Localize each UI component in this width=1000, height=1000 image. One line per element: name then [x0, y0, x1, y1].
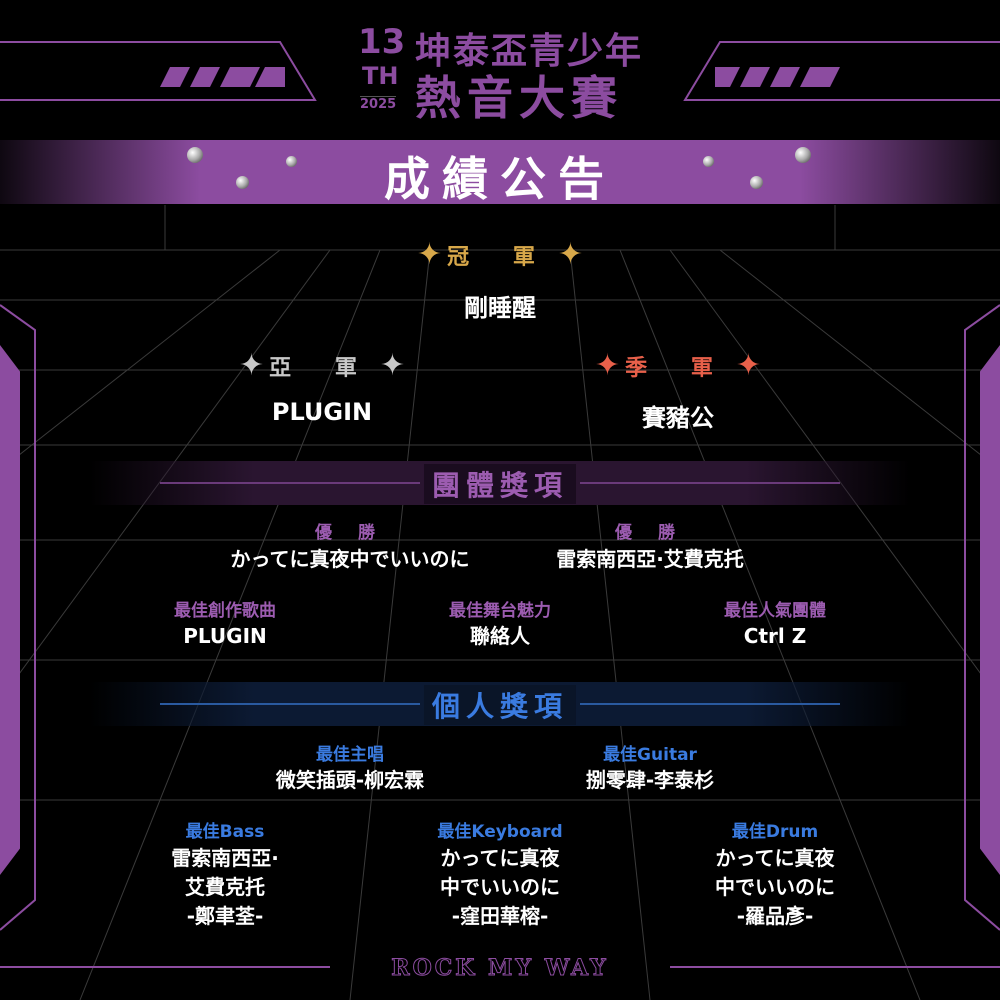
value-line: 中でいいのに [440, 875, 560, 899]
orb-icon [795, 147, 811, 163]
award-value: 微笑插頭-柳宏霖 [275, 768, 425, 792]
edition-number: 13 [358, 22, 406, 62]
value-line: かってに真夜 [440, 846, 560, 870]
sparkle-icon: ✦ [557, 237, 584, 272]
award-label: 最佳人氣團體 [724, 601, 826, 621]
award-value: 雷索南西亞·艾費克托 [556, 547, 744, 571]
sparkle-icon: ✦ [416, 237, 443, 272]
award-label: 最佳Keyboard [437, 822, 563, 842]
sparkle-icon: ✦ [735, 348, 762, 383]
value-line: 雷索南西亞· [171, 846, 279, 870]
award-label: 最佳主唱 [316, 745, 384, 765]
award-value: PLUGIN [183, 624, 267, 648]
champion-name: 剛睡醒 [464, 294, 536, 322]
individual-section-title: 個人獎項 [423, 685, 577, 725]
title-line2: 熱音大賽 [415, 71, 623, 125]
sparkle-icon: ✦ [379, 348, 406, 383]
award-value: かってに真夜中でいいのに [230, 547, 470, 571]
award-label: 最佳舞台魅力 [449, 601, 551, 621]
champion-label: 冠 軍 [447, 245, 553, 270]
runner-up-label: 亞 軍 [269, 356, 375, 381]
award-label: 最佳Guitar [603, 745, 697, 765]
award-value: かってに真夜 中でいいのに -窪田華榕- [440, 844, 560, 931]
orb-icon [187, 147, 203, 163]
award-label: 最佳創作歌曲 [174, 601, 276, 621]
award-label: 優 勝 [615, 523, 685, 543]
award-value: かってに真夜 中でいいのに -羅品彥- [715, 844, 835, 931]
award-label: 最佳Bass [185, 822, 265, 842]
group-section-title: 團體獎項 [423, 464, 577, 504]
value-line: -窪田華榕- [451, 904, 549, 928]
value-line: かってに真夜 [715, 846, 835, 870]
third-name: 賽豬公 [642, 404, 714, 432]
value-line: -鄭聿荃- [186, 904, 264, 928]
title-line1: 坤泰盃青少年 [415, 31, 644, 72]
award-value: Ctrl Z [743, 624, 807, 648]
runner-up-label-row: ✦ 亞 軍 ✦ [239, 348, 405, 383]
orb-icon [236, 176, 249, 189]
orb-icon [703, 156, 714, 167]
value-line: -羅品彥- [736, 904, 814, 928]
edition-suffix: TH [362, 62, 399, 90]
value-line: 艾費克托 [184, 875, 265, 899]
year: 2025 [360, 96, 397, 112]
champion-label-row: ✦ 冠 軍 ✦ [417, 237, 583, 272]
value-line: 中でいいのに [715, 875, 835, 899]
footer-slogan: ROCK MY WAY [391, 955, 609, 982]
award-value: 雷索南西亞· 艾費克托 -鄭聿荃- [171, 844, 279, 931]
runner-up-name: PLUGIN [271, 398, 373, 426]
sparkle-icon: ✦ [594, 348, 621, 383]
award-label: 優 勝 [315, 523, 385, 543]
award-label: 最佳Drum [731, 822, 819, 842]
orb-icon [750, 176, 763, 189]
sparkle-icon: ✦ [238, 348, 265, 383]
right-side-bar [980, 345, 1000, 875]
banner [0, 140, 1000, 204]
award-value: 聯絡人 [470, 624, 530, 648]
orb-icon [286, 156, 297, 167]
third-label: 季 軍 [625, 356, 731, 381]
award-value: 捌零肆-李泰杉 [585, 768, 715, 792]
banner-title: 成績公告 [384, 152, 616, 206]
left-side-bar [0, 345, 20, 875]
third-label-row: ✦ 季 軍 ✦ [595, 348, 761, 383]
